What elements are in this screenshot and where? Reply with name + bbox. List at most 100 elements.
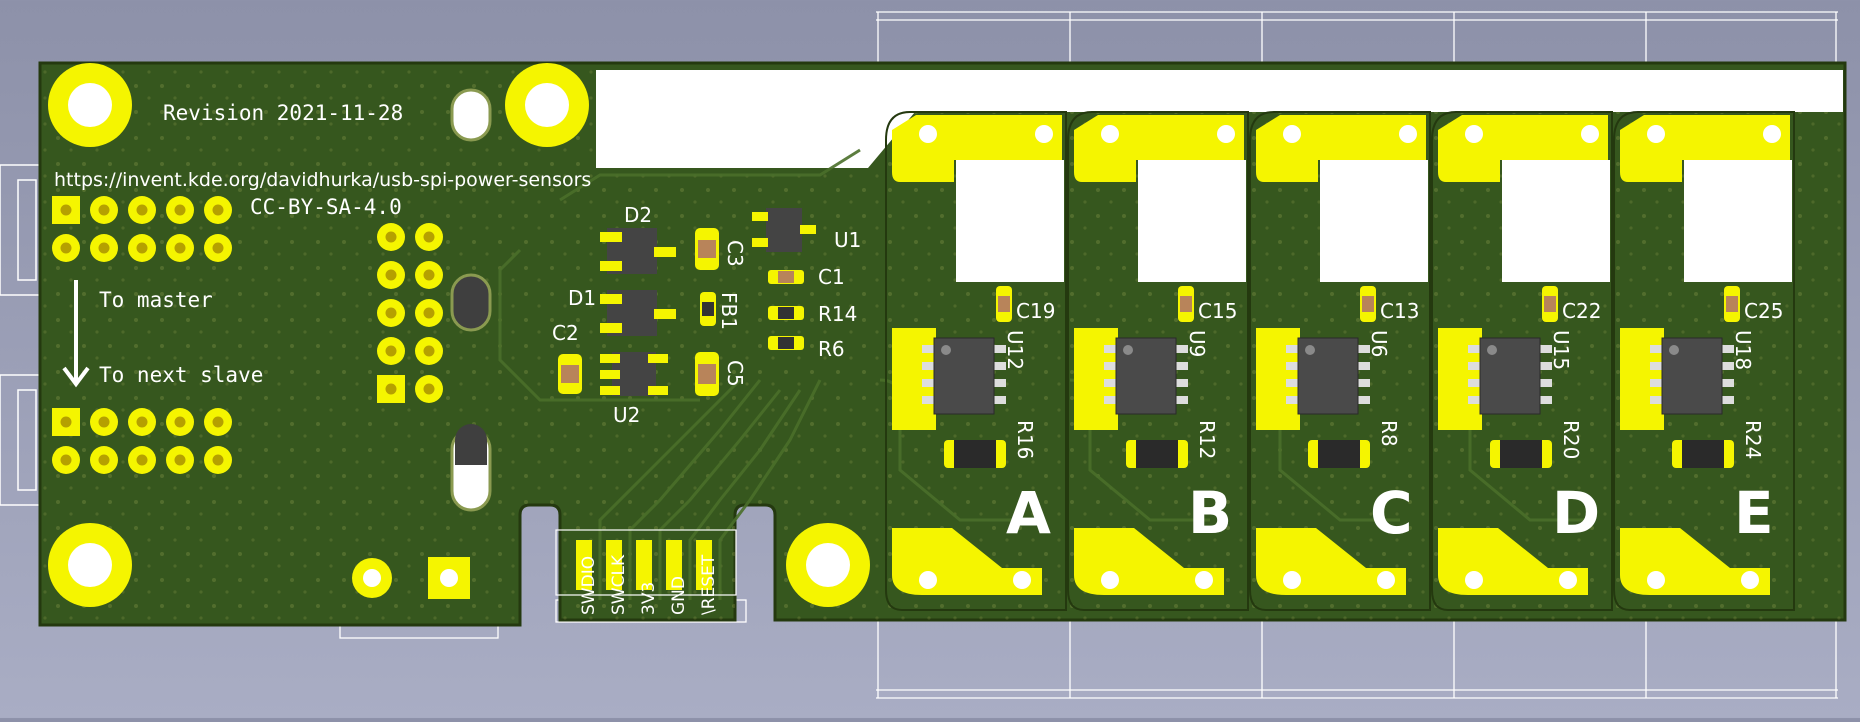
ref-c3: C3 xyxy=(723,240,747,267)
cap-ref: C25 xyxy=(1744,299,1783,323)
ref-c1: C1 xyxy=(818,265,845,289)
debug-pad xyxy=(576,540,592,590)
header-pin xyxy=(128,408,156,436)
to-next-slave-label: To next slave xyxy=(99,363,263,387)
header-pin xyxy=(377,261,405,289)
header-pin xyxy=(90,234,118,262)
ic-ref: U9 xyxy=(1185,330,1209,357)
copper-pad-mid xyxy=(892,328,936,430)
cap-ref: C19 xyxy=(1016,299,1055,323)
header-pin xyxy=(377,223,405,251)
pin-header-to-next-slave xyxy=(52,408,232,474)
header-pin xyxy=(377,375,405,403)
usb-connector-outline-bottom xyxy=(0,374,43,506)
channel-letter: B xyxy=(1188,479,1232,547)
header-pin xyxy=(204,234,232,262)
pin-header-to-master xyxy=(52,196,232,262)
header-pin xyxy=(166,234,194,262)
header-pin xyxy=(90,408,118,436)
header-pin xyxy=(415,223,443,251)
header-pin xyxy=(90,446,118,474)
sensor-window xyxy=(1502,160,1610,282)
header-pin xyxy=(128,196,156,224)
res-ref: R16 xyxy=(1013,420,1037,459)
mounting-hole-bottom-center xyxy=(786,523,870,607)
sensor-window xyxy=(956,160,1064,282)
sensor-enclosure-wireframe-top xyxy=(876,11,1838,70)
ref-c5: C5 xyxy=(723,360,747,387)
sensor-window xyxy=(1320,160,1428,282)
cap-ref: C15 xyxy=(1198,299,1237,323)
ref-u2: U2 xyxy=(613,403,640,427)
slot-1 xyxy=(450,88,492,142)
debug-pad-label: \RESET xyxy=(699,554,719,615)
header-pin xyxy=(52,234,80,262)
ref-r14: R14 xyxy=(818,302,857,326)
down-arrow-icon xyxy=(62,280,90,388)
cap-ref: C13 xyxy=(1380,299,1419,323)
debug-pad xyxy=(696,540,712,590)
ref-c2: C2 xyxy=(552,321,579,345)
copper-pad-mid xyxy=(1074,328,1118,430)
channel-letter: D xyxy=(1552,479,1600,547)
pad-square-bottom xyxy=(428,557,470,599)
power-section xyxy=(558,208,816,396)
sensor-channels: C19U12R16AC15U9R12BC13U6R8CC22U15R20DC25… xyxy=(885,111,1795,611)
res-ref: R24 xyxy=(1741,420,1765,459)
repo-url: https://invent.kde.org/davidhurka/usb-sp… xyxy=(54,169,591,191)
copper-pad-mid xyxy=(1438,328,1482,430)
res-ref: R20 xyxy=(1559,420,1583,459)
header-pin xyxy=(415,375,443,403)
ic-ref: U15 xyxy=(1549,330,1573,370)
header-pin xyxy=(166,408,194,436)
header-pin xyxy=(415,337,443,365)
header-pin xyxy=(52,196,80,224)
header-pin xyxy=(166,196,194,224)
revision-label: Revision 2021-11-28 xyxy=(163,101,403,125)
copper-pad-mid xyxy=(1620,328,1664,430)
header-pin xyxy=(204,408,232,436)
header-pin xyxy=(166,446,194,474)
to-master-label: To master xyxy=(99,288,213,312)
mounting-hole-bottom-left xyxy=(48,523,132,607)
debug-pad-label: SWCLK xyxy=(609,554,629,615)
ref-fb1: FB1 xyxy=(717,292,741,330)
debug-pad-frame xyxy=(555,529,737,596)
header-pin xyxy=(128,446,156,474)
cap-ref: C22 xyxy=(1562,299,1601,323)
debug-pad xyxy=(636,540,652,590)
header-pin xyxy=(204,446,232,474)
ref-d2: D2 xyxy=(624,203,652,227)
sensor-window xyxy=(1138,160,1246,282)
pad-round-bottom xyxy=(352,558,392,598)
channel-letter: E xyxy=(1734,479,1774,547)
copper-pad-mid xyxy=(1256,328,1300,430)
header-pin xyxy=(128,234,156,262)
sensor-enclosure-wireframe-bottom xyxy=(876,610,1838,699)
usb-connector-outline-top xyxy=(0,164,43,296)
ref-r6: R6 xyxy=(818,337,845,361)
board-cutout xyxy=(596,70,1843,168)
license-label: CC-BY-SA-4.0 xyxy=(250,195,402,219)
pin-header-middle xyxy=(377,223,443,403)
channel-letter: C xyxy=(1370,479,1413,547)
debug-pad-label: SWDIO xyxy=(579,556,599,615)
header-pin xyxy=(204,196,232,224)
header-pin xyxy=(415,299,443,327)
ic-ref: U18 xyxy=(1731,330,1755,370)
ref-d1: D1 xyxy=(568,286,596,310)
res-ref: R8 xyxy=(1377,420,1401,447)
mounting-hole-top-left xyxy=(48,63,132,147)
header-pin xyxy=(90,196,118,224)
res-ref: R12 xyxy=(1195,420,1219,459)
header-pin xyxy=(377,299,405,327)
ic-ref: U12 xyxy=(1003,330,1027,370)
ic-ref: U6 xyxy=(1367,330,1391,357)
channel-letter: A xyxy=(1006,479,1051,547)
